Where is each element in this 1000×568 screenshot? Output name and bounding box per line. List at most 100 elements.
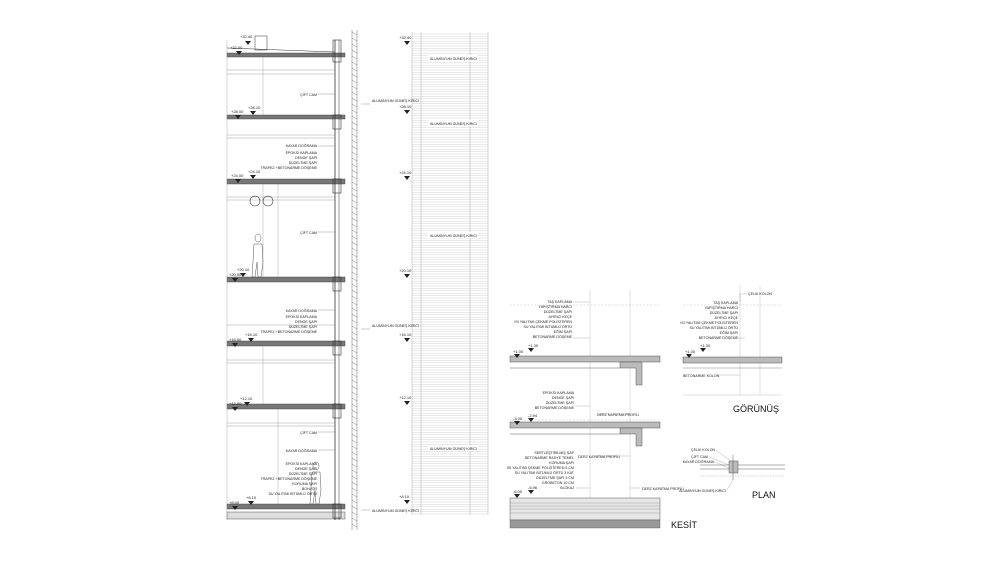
layer-label: YAPIŞTIRMA HARCI <box>705 306 738 310</box>
elevation-label: +24.00 <box>231 173 244 178</box>
layer-label: SU YALITIMI BİTÜMLÜ ÖRTÜ 3 KAT <box>515 470 575 475</box>
elevation-label: +1.30 <box>528 343 539 348</box>
layer-label: ISI YALITIMI ÇEKME POLİSTEREN <box>680 320 738 325</box>
elevation-label: +12.10 <box>240 396 253 401</box>
layer-label: ISI YALITIMI ÇEKME POLİSTEREN <box>514 319 572 324</box>
label-koruma: KORUMA ŞAPI <box>292 482 317 486</box>
layer-label: BETONARME DÖŞEME <box>535 406 575 410</box>
elevation-label: +16.00 <box>229 337 242 342</box>
label-cift-cam: ÇİFT CAM <box>691 454 708 459</box>
layer-label: EPOKSİ KAPLAMA <box>543 390 575 395</box>
layer-label: BLOKAJ <box>560 486 574 490</box>
gorunus-slab <box>682 356 783 364</box>
gorunus-title: GÖRÜNÜŞ <box>733 404 779 414</box>
label-sunshade: ALUMİNYUM GÜNEŞ KIRICI <box>430 446 477 451</box>
layer-label: BETONARME RADYE TEMEL <box>525 456 574 460</box>
label-trapez: TRAPEZ +BETONARME DÖŞEME <box>260 166 317 170</box>
elevation-label: +1.00 <box>513 349 524 354</box>
parapet <box>254 35 268 51</box>
light-fixture <box>249 195 261 207</box>
human-figure <box>251 233 264 278</box>
frame-24 <box>332 178 342 194</box>
label-derz-kapatma: DERZ KAPATMA PROFİLİ <box>642 486 684 491</box>
elevation-label: -5.96 <box>528 485 538 490</box>
layer-label: TAŞ KAPLAMA <box>713 301 738 305</box>
layer-label: AYIRICI KEÇE <box>549 315 573 319</box>
slab-20 <box>226 276 346 283</box>
wall-section <box>226 30 358 530</box>
frame-28 <box>332 114 342 130</box>
slab-16 <box>226 340 346 347</box>
elevation-label: +20.00 <box>229 272 242 277</box>
layer-label: AYIRICI KEÇE <box>715 316 739 320</box>
facade-elevation: +32.40 +28.10 +24.10 +20.10 +16.10 +12.1… <box>399 32 489 515</box>
elevation-label: +20.10 <box>399 268 412 273</box>
layer-label: BETONARME DÖŞEME <box>699 336 739 340</box>
elevation-label: +32.40 <box>399 35 412 40</box>
slab-24 <box>226 178 346 185</box>
frame-8 <box>332 503 342 519</box>
label-kayar-dograma: KAYAR DOĞRAMA <box>683 459 715 464</box>
frame-20 <box>332 276 342 292</box>
elevation-label: -6.00 <box>513 489 523 494</box>
label-duzeltme: DÜZELTME ŞAPI <box>289 325 317 329</box>
roof-slab <box>226 52 346 58</box>
label-kayar-dograma: KAYAR DOĞRAMA <box>286 308 318 313</box>
kesit-title: KESİT <box>671 520 698 530</box>
layer-label: YAPIŞTIRMA HARCI <box>539 305 572 309</box>
section-annotations <box>318 93 370 511</box>
elevation-label: +24.10 <box>399 170 412 175</box>
label-derz-kapatma: DERZ KAPATMA PROFİLİ <box>597 412 639 417</box>
plan-detail: ÇELİK KOLON ÇİFT CAM KAYAR DOĞRAMA ALUMİ… <box>679 447 785 500</box>
label-cift-cam: ÇİFT CAM <box>300 230 317 235</box>
foundation-slab <box>226 511 346 520</box>
label-sunshade: ALUMİNYUM GÜNEŞ KIRICI <box>372 98 419 103</box>
elevation-label: +16.10 <box>245 332 258 337</box>
label-cift-cam: ÇİFT CAM <box>300 430 317 435</box>
label-epoksi: EPOKSİ KAPLAMA <box>286 150 318 155</box>
label-kayar-dograma: KAYAR DOĞRAMA <box>286 143 318 148</box>
human-figure <box>309 461 322 505</box>
elevation-label: +12.10 <box>399 395 412 400</box>
layer-label: DÜZELTME ŞAPI 3 CM <box>536 476 574 480</box>
layer-label: DÜZELTME ŞAPI <box>546 401 574 405</box>
label-duzeltme: DÜZELTME ŞAPI <box>289 161 317 165</box>
gorunus-detail: ÇELİK KOLON TAŞ KAPLAMA YAPIŞTIRMA HARCI… <box>680 285 783 414</box>
layer-label: BETONARME DÖŞEME <box>533 335 573 339</box>
elevation-label: +8.10 <box>399 494 410 499</box>
label-su-yalitimi: SU YALITIMI BİTÜMLÜ ÖRTÜ <box>268 491 317 496</box>
label-duzeltme: DÜZELTME ŞAPI <box>289 472 317 476</box>
label-epoksi: EPOKSİ KAPLAMA <box>286 461 318 466</box>
elevation-label: +28.10 <box>248 105 261 110</box>
layer-label: ISI YALITIMI ÇEKME POLİSTEREN 5 CM <box>507 465 574 470</box>
kesit-detail: TAŞ KAPLAMA YAPIŞTIRMA HARCI DÜZELTME ŞA… <box>507 290 698 530</box>
layer-label: SU YALITIMI BİTÜMLÜ ÖRTÜ <box>689 325 738 330</box>
sunshade-column <box>351 30 358 530</box>
elevation-label: +16.10 <box>399 332 412 337</box>
frame-12 <box>332 403 342 419</box>
layer-label: DÜZELTME ŞAPI <box>710 311 738 315</box>
frame-roof <box>332 39 342 63</box>
layer-label: TAŞ KAPLAMA <box>547 300 572 304</box>
label-betonarme-kolon: BETONARME KOLON <box>683 374 720 378</box>
layer-label: KORUMA ŞAPI <box>549 461 574 465</box>
kesit-beam <box>619 361 643 386</box>
label-trapez: TRAPEZ +BETONARME DÖŞEME <box>260 330 317 334</box>
label-denge: DENGE ŞAPI <box>295 320 317 324</box>
elevation-label: +24.10 <box>248 169 261 174</box>
label-derz-kapatma: DERZ KAPATMA PROFİLİ <box>578 454 620 459</box>
label-epoksi: EPOKSİ KAPLAMA <box>286 314 318 319</box>
plan-title: PLAN <box>752 490 776 500</box>
label-sunshade: ALUMİNYUM GÜNEŞ KIRICI <box>430 121 477 126</box>
label-denge: DENGE ŞAPI <box>295 156 317 160</box>
label-denge: DENGE ŞAPI <box>295 467 317 471</box>
elevation-label: +28.00 <box>231 109 244 114</box>
label-sunshade: ALUMİNYUM GÜNEŞ KIRICI <box>372 323 419 328</box>
light-fixture <box>262 195 274 207</box>
label-sunshade: ALUMİNYUM GÜNEŞ KIRICI <box>430 56 477 61</box>
layer-label: DÜZELTME ŞAPI <box>544 310 572 314</box>
slab-28 <box>226 114 346 120</box>
layer-label: GROBETON 10 CM <box>542 481 574 485</box>
